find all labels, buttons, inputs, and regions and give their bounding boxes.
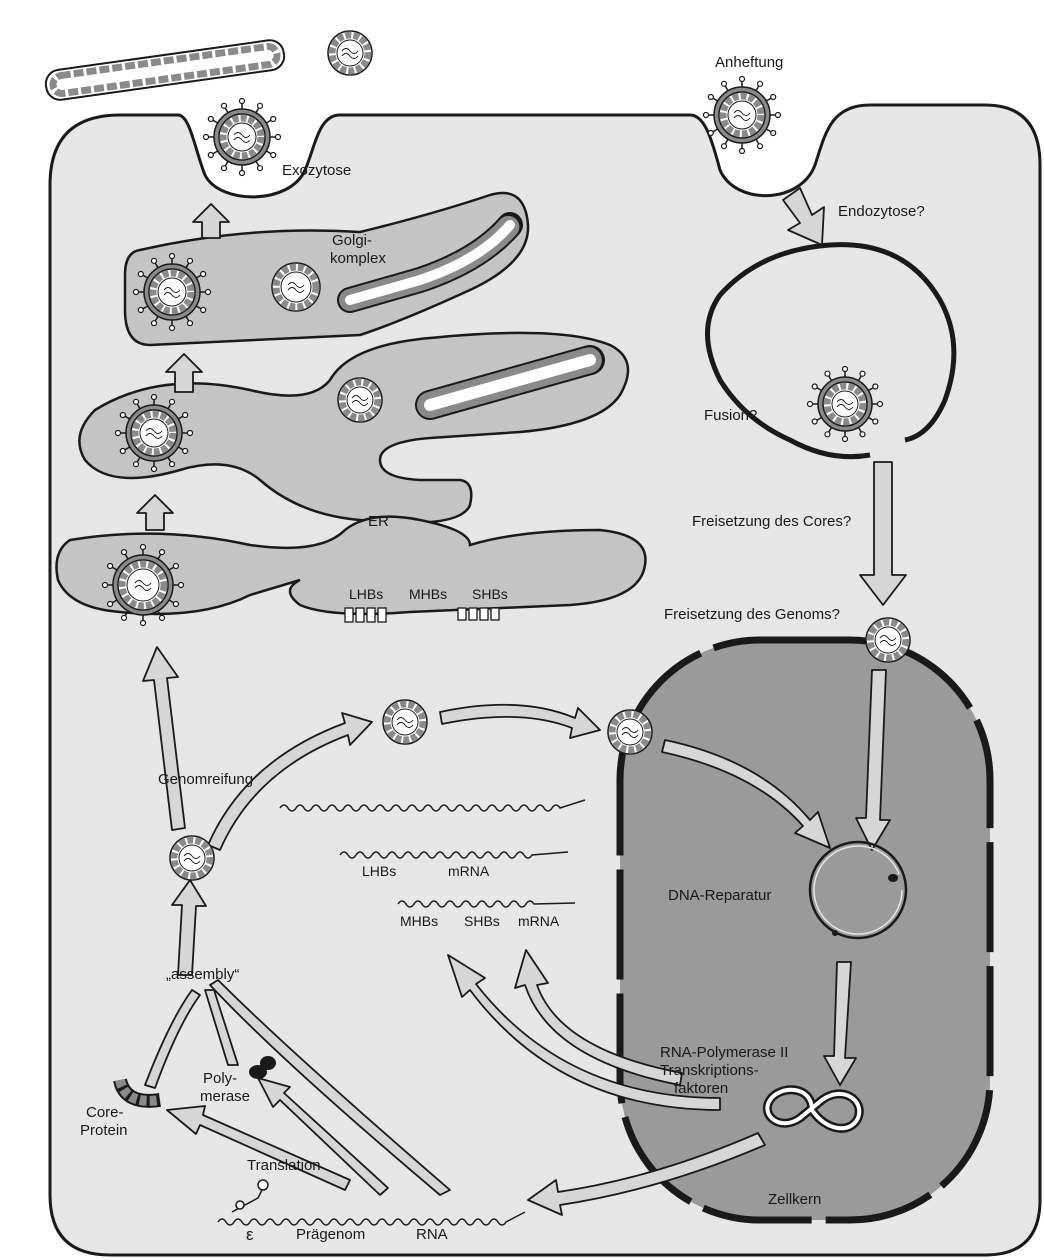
label-assembly: „assembly“ (166, 966, 239, 984)
label-polymerase-2: merase (200, 1088, 250, 1106)
label-exozytose: Exozytose (282, 162, 351, 180)
capsid-assembled (170, 836, 214, 880)
label-polymerase-1: Poly- (203, 1070, 237, 1088)
label-mrna-shbs: SHBs (464, 912, 500, 930)
label-mrna-mhbs-mrna: mRNA (518, 912, 559, 930)
label-lhbs-er: LHBs (349, 585, 383, 603)
label-endozytose: Endozytose? (838, 203, 925, 221)
capsid-at-nuclear-pore (608, 710, 652, 754)
label-core-protein-1: Core- (86, 1104, 124, 1122)
subviral-sphere-extracellular (328, 31, 372, 75)
label-golgi-2: komplex (330, 250, 386, 268)
label-freisetzung-genoms: Freisetzung des Genoms? (664, 606, 840, 624)
label-freisetzung-cores: Freisetzung des Cores? (692, 513, 851, 531)
label-core-protein-2: Protein (80, 1122, 128, 1140)
capsid-at-nuclear-membrane (866, 618, 910, 662)
capsid-mature-cytoplasm (383, 700, 427, 744)
label-mhbs-er: MHBs (409, 585, 447, 603)
label-praegenom: Prägenom (296, 1226, 365, 1244)
subviral-sphere-golgi (272, 263, 320, 311)
label-mrna-lhbs: LHBs (362, 862, 396, 880)
label-er: ER (368, 513, 389, 531)
label-mrna-lhbs-mrna: mRNA (448, 862, 489, 880)
label-mrna-mhbs: MHBs (400, 912, 438, 930)
label-rna-pol-3: faktoren (674, 1080, 728, 1098)
label-rna: RNA (416, 1226, 448, 1244)
virion-attaching (704, 77, 781, 154)
label-dna-reparatur: DNA-Reparatur (668, 887, 771, 905)
virion-exocytosis (204, 99, 281, 176)
label-translation: Translation (247, 1157, 321, 1175)
label-anheftung: Anheftung (715, 54, 783, 72)
label-genomreifung: Genomreifung (158, 771, 253, 789)
label-rna-pol-1: RNA-Polymerase II (660, 1044, 788, 1062)
label-rna-pol-2: Transkriptions- (660, 1062, 759, 1080)
label-golgi-1: Golgi- (332, 232, 372, 250)
label-zellkern: Zellkern (768, 1191, 821, 1209)
subviral-sphere-er (338, 378, 382, 422)
label-shbs-er: SHBs (472, 585, 508, 603)
label-epsilon: ε (246, 1226, 254, 1244)
label-fusion: Fusion? (704, 407, 757, 425)
nucleus (620, 640, 990, 1220)
filament-particle-extracellular (44, 38, 286, 101)
